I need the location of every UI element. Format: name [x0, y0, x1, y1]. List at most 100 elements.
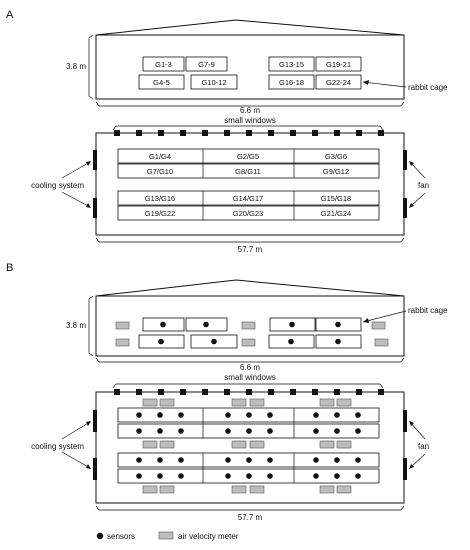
air-velocity-meter — [159, 485, 175, 494]
fan-unit — [403, 198, 407, 218]
sensor-dot — [289, 321, 295, 328]
panel-b-length-label: 57.7 m — [238, 513, 263, 522]
air-velocity-meter — [241, 321, 256, 330]
cage-row — [117, 148, 380, 164]
panel-a-height-label: 3.8 m — [66, 62, 86, 71]
sensor-dot — [157, 473, 163, 479]
arrowhead-icon — [363, 318, 369, 323]
sensor-dot — [334, 428, 340, 434]
panel-b-height-bracket — [88, 295, 94, 357]
sensor-dot — [355, 473, 361, 479]
air-velocity-meter — [249, 440, 265, 449]
cage-section — [268, 56, 315, 72]
window-marker — [136, 130, 142, 136]
cage-section — [315, 74, 362, 90]
sensor-dot — [246, 428, 252, 434]
window-marker — [378, 130, 384, 136]
window-marker — [290, 389, 296, 395]
arrowhead-icon — [409, 203, 414, 208]
window-marker — [312, 130, 318, 136]
arrowhead-icon — [86, 421, 91, 426]
meter-group — [115, 321, 389, 347]
panel-a-fan-label: fan — [418, 181, 429, 190]
air-velocity-meter — [336, 398, 352, 407]
sensor-dot — [136, 457, 142, 463]
air-velocity-meter — [319, 440, 335, 449]
sensor-dot — [178, 428, 184, 434]
panel-b-height-label: 3.8 m — [66, 321, 86, 330]
air-velocity-meter — [319, 398, 335, 407]
window-marker — [114, 389, 120, 395]
panel-b-width-label: 6.6 m — [240, 363, 260, 372]
window-marker — [202, 389, 208, 395]
sensor-dot — [203, 321, 209, 328]
cage-row — [117, 205, 380, 221]
panel-b-roof — [95, 279, 405, 297]
cage-group-label: G8/G11 — [235, 167, 261, 176]
air-velocity-meter — [241, 338, 256, 347]
windows-row — [114, 389, 384, 395]
legend-meter-label: air velocity meter — [178, 532, 239, 541]
fan-unit — [403, 458, 407, 480]
fan-unit — [403, 150, 407, 170]
window-marker — [158, 389, 164, 395]
sensor-dot — [267, 457, 273, 463]
cooling-unit — [93, 150, 97, 170]
sensor-dot — [335, 321, 341, 328]
sensor-dot — [355, 457, 361, 463]
sensor-dot — [136, 473, 142, 479]
meter-group — [142, 398, 352, 494]
cage-group-label: G13/G16 — [145, 194, 175, 203]
cooling-arrow — [61, 161, 91, 179]
sensor-group — [136, 412, 361, 479]
rabbit-cage-pointer — [362, 81, 407, 88]
panel-a-cooling-label: cooling system — [31, 181, 84, 190]
sensor-dot — [267, 473, 273, 479]
sensor-dot — [335, 338, 341, 345]
cage-row — [117, 163, 380, 179]
air-velocity-meter — [336, 485, 352, 494]
sensor-dot — [334, 457, 340, 463]
sensor-dot — [313, 473, 319, 479]
air-velocity-meter — [159, 440, 175, 449]
cage-group-label: G3/G6 — [325, 152, 347, 161]
panel-a-cross-section: 3.8 m G1-3 G7-9 G4-5 G10-12 G13-15 G19-2… — [66, 19, 448, 115]
window-marker — [202, 130, 208, 136]
sensor-dot — [225, 457, 231, 463]
panel-b-cage-label: rabbit cage — [408, 306, 448, 315]
sensor-dot — [225, 428, 231, 434]
sensor-group — [158, 321, 341, 345]
panel-a-height-bracket — [88, 34, 94, 100]
cage-group-label: G20/G23 — [233, 209, 263, 218]
cage-section — [138, 74, 185, 90]
cage-group-label: G7/G10 — [147, 167, 173, 176]
window-marker — [290, 130, 296, 136]
panel-a-width-label: 6.6 m — [240, 106, 260, 115]
cooling-unit — [93, 458, 97, 480]
window-marker — [356, 389, 362, 395]
sensor-dot — [211, 338, 217, 345]
cage-section — [190, 74, 238, 90]
window-marker — [356, 130, 362, 136]
cage-group-label: G19/G22 — [145, 209, 175, 218]
sensor-dot — [246, 473, 252, 479]
panel-a-length-label: 57.7 m — [238, 245, 263, 254]
legend-sensors-label: sensors — [107, 532, 135, 541]
sensor-dot — [288, 338, 294, 345]
sensor-dot — [313, 412, 319, 418]
sensor-dot — [157, 412, 163, 418]
cage-section — [142, 56, 185, 72]
sensor-dot — [267, 412, 273, 418]
cage-section-label: G1-3 — [155, 60, 172, 69]
panel-a-windows-bracket — [112, 125, 384, 131]
panel-b-label: B — [6, 262, 13, 274]
air-velocity-meter — [231, 485, 247, 494]
sensor-legend-icon — [96, 532, 104, 540]
panel-b-windows-bracket — [112, 383, 384, 389]
air-velocity-meter — [319, 485, 335, 494]
window-marker — [334, 130, 340, 136]
sensor-dot — [178, 473, 184, 479]
cage-section — [315, 56, 362, 72]
arrowhead-icon — [409, 161, 414, 166]
